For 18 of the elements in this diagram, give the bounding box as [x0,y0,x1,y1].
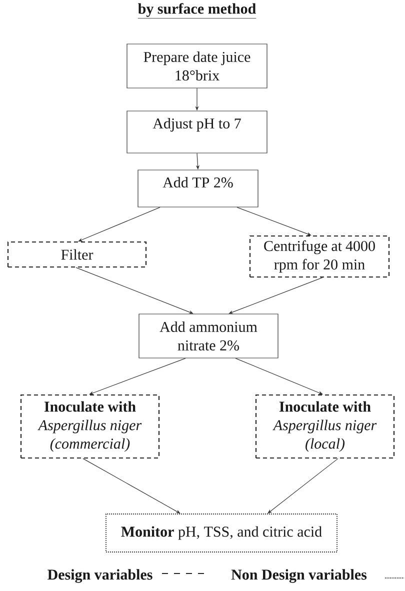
arrow [235,358,323,394]
title: by surface method [138,3,256,18]
process-box: Prepare date juice 18°brix [126,44,268,88]
process-box: Adjust pH to 7 [126,110,268,154]
legend-text: Non Design variables [231,569,367,583]
arrow [228,277,323,314]
dashed-process-box: Centrifuge at 4000 rpm for 20 min [249,235,390,278]
dashed-process-box: Filter [7,241,147,268]
arrow [78,207,160,242]
arrow [76,267,194,314]
dotted-process-box: Monitor pH, TSS, and citric acid [106,514,338,552]
legend-text: Design variables [48,569,152,583]
arrow [89,358,186,395]
dashed-process-box: Inoculate with Aspergillus niger (commercial) [20,394,160,459]
process-box: Add TP 2% [138,170,258,208]
arrow [236,207,312,236]
dashed-process-box: Inoculate with Aspergillus niger (local) [255,394,395,459]
process-box: Add ammonium nitrate 2% [138,314,278,358]
